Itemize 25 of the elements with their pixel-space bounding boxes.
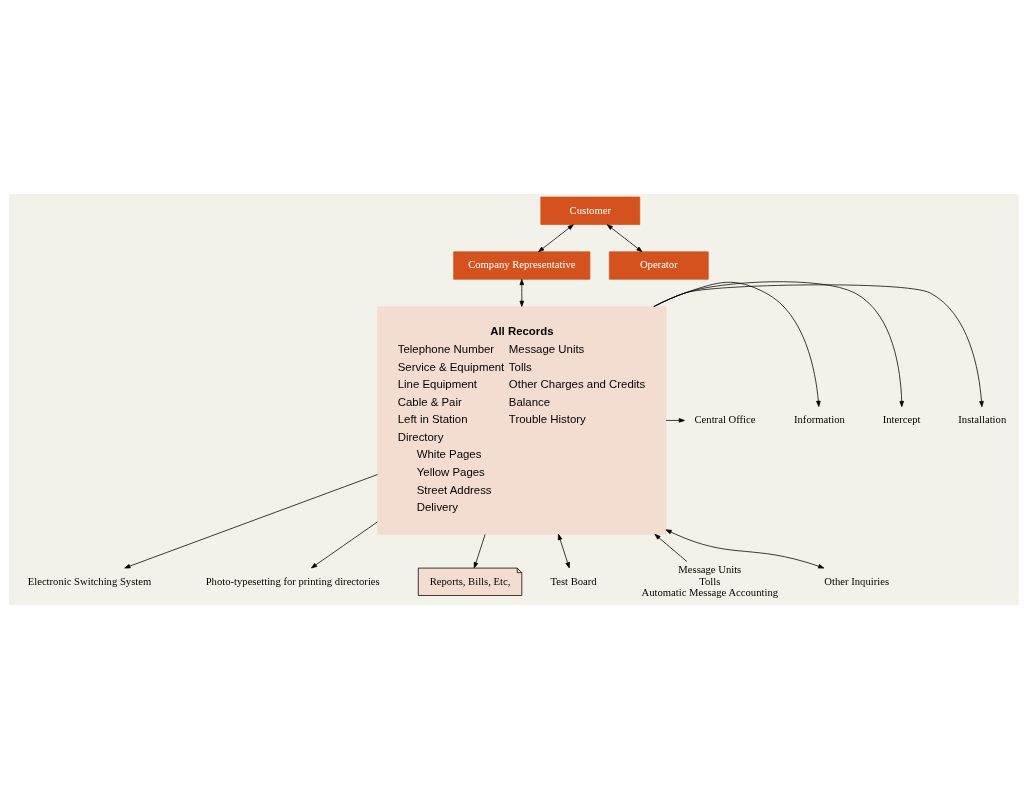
arrow (654, 533, 688, 562)
arrow (665, 417, 685, 423)
node-text: Other Inquiries (824, 575, 890, 587)
arrow (473, 533, 486, 568)
node-text: Installation (958, 413, 1007, 425)
node-text: Intercept (882, 413, 921, 425)
node-box: Company Representative (453, 250, 591, 280)
arrow (519, 278, 525, 307)
node-text: Electronic Switching System (27, 575, 152, 587)
arrow (557, 533, 570, 568)
node-box: Operator (608, 250, 709, 280)
node-text: Central Office (694, 413, 756, 425)
arrow (311, 521, 378, 568)
node-text: Test Board (550, 575, 597, 587)
arrow (665, 528, 825, 568)
node-text: Photo-typesetting for printing directories (205, 575, 380, 587)
arrow (653, 280, 904, 407)
arrow (124, 473, 378, 568)
arrow (606, 223, 643, 252)
node-text: Information (793, 413, 845, 425)
node-text: Message Units Tolls Automatic Message Accounting (641, 563, 779, 598)
node-box: Customer (540, 196, 641, 225)
arrow (653, 281, 821, 407)
arrow (538, 223, 574, 252)
node-box: All Records Telephone Number Message Units Service & Equipment Tolls Line Equipment Other Charges and Credits Cable & Pair Balance Left in Station Trouble History Directory White Pages Yellow Pages Street Address Delivery (377, 305, 667, 535)
